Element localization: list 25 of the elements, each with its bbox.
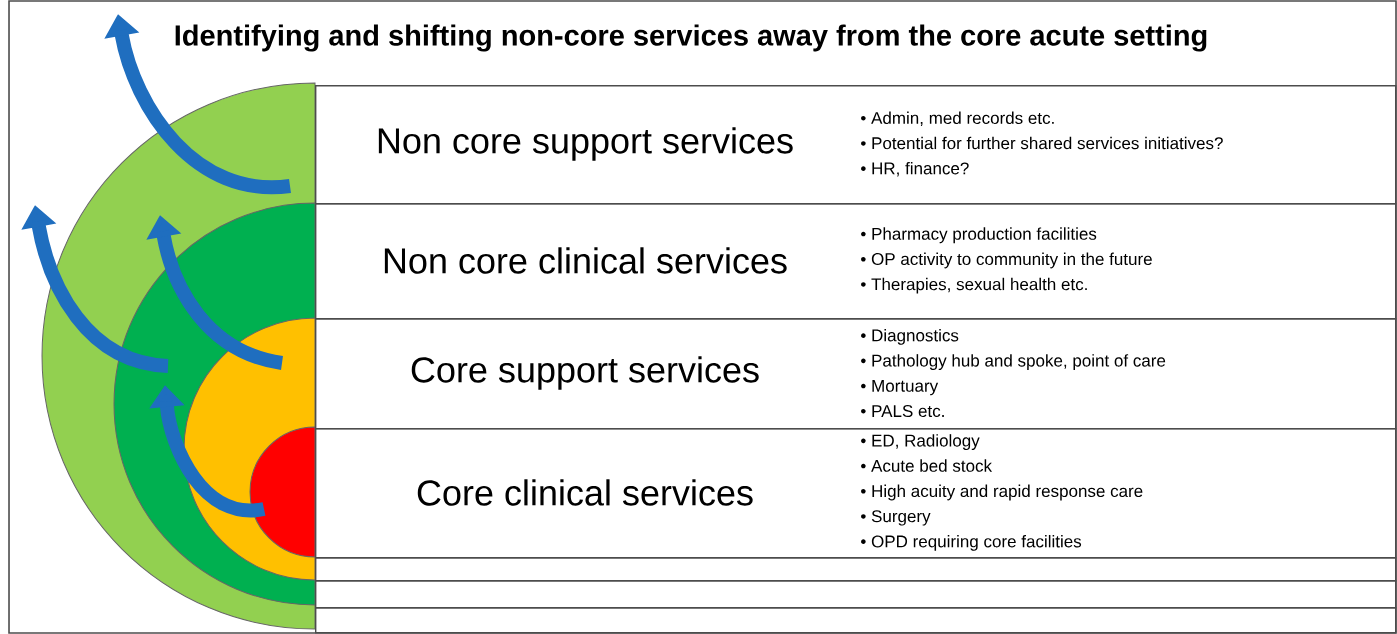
bullet-list: • ED, Radiology • Acute bed stock • High acuity and rapid response care • Surgery • OPD requiring core facilities	[861, 434, 1143, 551]
table-row	[315, 203, 1397, 320]
bullet-list: • Admin, med records etc. • Potential for further shared services initiatives? • HR, finance?	[861, 111, 1223, 177]
title: Identifying and shifting non-core services away from the core acute setting	[175, 24, 1207, 52]
node-label: • Pathology hub and spoke, point of care	[861, 354, 1166, 370]
node-label: • Surgery	[861, 510, 931, 526]
node-label: • PALS etc.	[861, 405, 944, 418]
bullet-list: • Pharmacy production facilities • OP activity to community in the future • Therapies, sexual health etc.	[861, 227, 1152, 294]
node-label: • Mortuary	[861, 379, 939, 396]
node-label: • High acuity and rapid response care	[861, 484, 1143, 501]
row-heading: Core support services	[411, 356, 759, 390]
empty-row	[315, 580, 1397, 609]
empty-row	[315, 557, 1397, 582]
row-heading: Non core clinical services	[384, 247, 787, 274]
node-label: • Diagnostics	[861, 328, 959, 345]
node-label: • ED, Radiology	[861, 434, 980, 451]
node-label: • Acute bed stock	[861, 459, 993, 472]
bullet-list: • Diagnostics • Pathology hub and spoke, point of care • Mortuary • PALS etc.	[861, 328, 1166, 418]
empty-row	[315, 607, 1397, 634]
table-row	[315, 318, 1397, 430]
table-row	[315, 428, 1397, 559]
node-label: • OPD requiring core facilities	[861, 534, 1082, 551]
row-heading: Core clinical services	[417, 479, 753, 506]
table-row	[315, 85, 1397, 205]
row-heading: Non core support services	[378, 127, 793, 161]
